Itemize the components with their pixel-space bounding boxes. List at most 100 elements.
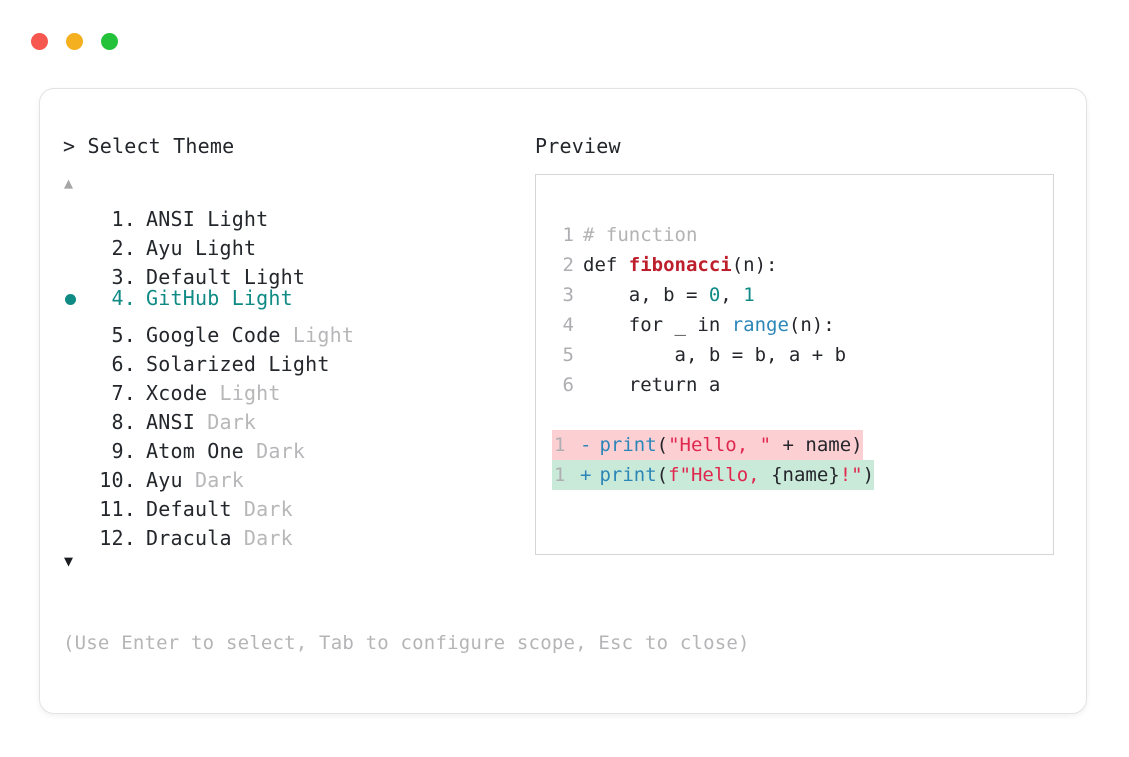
theme-item-variant: Light: [231, 265, 306, 289]
minimize-dot[interactable]: [66, 33, 83, 50]
theme-item-name: Ayu: [146, 468, 183, 492]
line-number: 1: [562, 224, 574, 246]
code-token: "Hello, ": [668, 434, 772, 456]
line-number: 5: [562, 344, 574, 366]
theme-list-item[interactable]: 6.Solarized Light: [63, 342, 533, 376]
diff-marker: +: [580, 464, 592, 486]
theme-item-index: 4.: [111, 286, 136, 310]
theme-item-variant: Dark: [231, 526, 293, 550]
theme-list-item[interactable]: 4.GitHub Light: [63, 284, 533, 313]
diff-line-group: 1-print("Hello, " + name)1+print(f"Hello…: [536, 430, 1053, 490]
code-line: 1 # function: [536, 220, 1053, 250]
selection-bullet-cell: [63, 458, 90, 487]
code-token: a, b =: [583, 284, 709, 306]
theme-list-item[interactable]: 9. Atom One Dark: [63, 429, 533, 463]
code-line-text: a, b = b, a + b: [583, 340, 847, 370]
theme-item-index: 10.: [99, 468, 136, 492]
line-number: 6: [562, 374, 574, 396]
diff-added-line: 1+print(f"Hello, {name}!"): [552, 460, 875, 490]
theme-item-variant: Light: [182, 236, 257, 260]
selection-bullet-cell: [63, 487, 90, 516]
theme-item-name: Google Code: [146, 323, 281, 347]
selection-bullet-cell: [63, 516, 90, 545]
diff-line-number: 1: [554, 434, 566, 456]
theme-item-name: ANSI: [146, 207, 195, 231]
selection-bullet-cell: [63, 197, 90, 226]
line-number: 3: [562, 284, 574, 306]
theme-list-item[interactable]: 2.Ayu Light: [63, 226, 533, 260]
theme-item-variant: Dark: [231, 497, 293, 521]
code-token: ,: [720, 284, 744, 306]
theme-list-item[interactable]: 3. Default Light: [63, 255, 533, 289]
code-token: a, b = b, a + b: [583, 344, 847, 366]
code-line: 4 for _ in range(n):: [536, 310, 1053, 340]
code-token: for _ in: [583, 314, 732, 336]
theme-item-variant: Light: [256, 352, 330, 376]
theme-item-index: 5.: [111, 323, 136, 347]
theme-item-name: Dracula: [146, 526, 232, 550]
code-token: (: [656, 434, 669, 456]
theme-item-index: 7.: [111, 381, 136, 405]
theme-item-name: Xcode: [146, 381, 208, 405]
code-token: (: [656, 464, 669, 486]
code-token: + name): [771, 434, 863, 456]
theme-list-item[interactable]: 8.ANSI Dark: [63, 400, 533, 434]
theme-list-item[interactable]: 1.ANSI Light: [63, 197, 533, 231]
theme-list-item[interactable]: 12.Dracula Dark: [63, 516, 533, 550]
keyboard-hint: (Use Enter to select, Tab to configure s…: [63, 632, 750, 654]
theme-list-item[interactable]: 11.Default Dark: [63, 487, 533, 521]
code-line-text: def fibonacci(n):: [583, 250, 777, 280]
theme-item-name: Default: [146, 265, 232, 289]
code-token: (n):: [788, 314, 835, 336]
code-token: print: [599, 434, 657, 456]
code-token: (n):: [731, 254, 778, 276]
theme-item-index: 9.: [111, 439, 136, 463]
code-line-text: for _ in range(n):: [583, 310, 835, 340]
diff-line-text: print("Hello, " + name): [599, 430, 862, 460]
selection-bullet-cell: [63, 371, 90, 400]
theme-item-name: Atom One: [146, 439, 244, 463]
maximize-dot[interactable]: [101, 33, 118, 50]
code-token: !": [839, 464, 863, 486]
code-blank-line: [536, 400, 1053, 430]
selection-bullet-cell: [63, 429, 90, 458]
code-token: range: [731, 314, 789, 336]
theme-item-variant: Dark: [243, 439, 306, 463]
code-line: 5 a, b = b, a + b: [536, 340, 1053, 370]
selected-bullet-icon: [65, 294, 76, 305]
code-token: print: [599, 464, 657, 486]
close-dot[interactable]: [31, 33, 48, 50]
diff-row-holder: 1+print(f"Hello, {name}!"): [552, 460, 1053, 490]
scroll-up-arrow[interactable]: ▲: [64, 174, 74, 192]
theme-item-name: Ayu: [146, 236, 183, 260]
code-line-text: # function: [583, 220, 697, 250]
scroll-down-arrow[interactable]: ▼: [64, 552, 74, 570]
theme-item-index: 3.: [111, 265, 136, 289]
theme-item-variant: Light: [280, 323, 355, 347]
code-line-text: return a: [583, 370, 721, 400]
line-number: 4: [562, 314, 574, 336]
window-titlebar: [31, 33, 118, 50]
theme-list-item[interactable]: 5. Google Code Light: [63, 313, 533, 347]
theme-item-variant: Light: [207, 381, 281, 405]
code-token: {name}: [771, 464, 840, 486]
diff-row-holder: 1-print("Hello, " + name): [552, 430, 1053, 460]
theme-item-variant: Dark: [194, 410, 257, 434]
theme-item-name: ANSI: [146, 410, 195, 434]
diff-marker: -: [580, 434, 592, 456]
preview-heading: Preview: [535, 134, 621, 158]
selection-bullet-cell: [63, 255, 90, 284]
code-line: 6 return a: [536, 370, 1053, 400]
code-line: 3 a, b = 0, 1: [536, 280, 1053, 310]
code-token: 0: [708, 284, 721, 306]
theme-item-variant: Light: [219, 286, 293, 310]
theme-item-name: Solarized: [146, 352, 257, 376]
theme-item-index: 11.: [99, 497, 136, 521]
theme-list-item[interactable]: 10.Ayu Dark: [63, 458, 533, 492]
theme-list-item[interactable]: 7. Xcode Light: [63, 371, 533, 405]
